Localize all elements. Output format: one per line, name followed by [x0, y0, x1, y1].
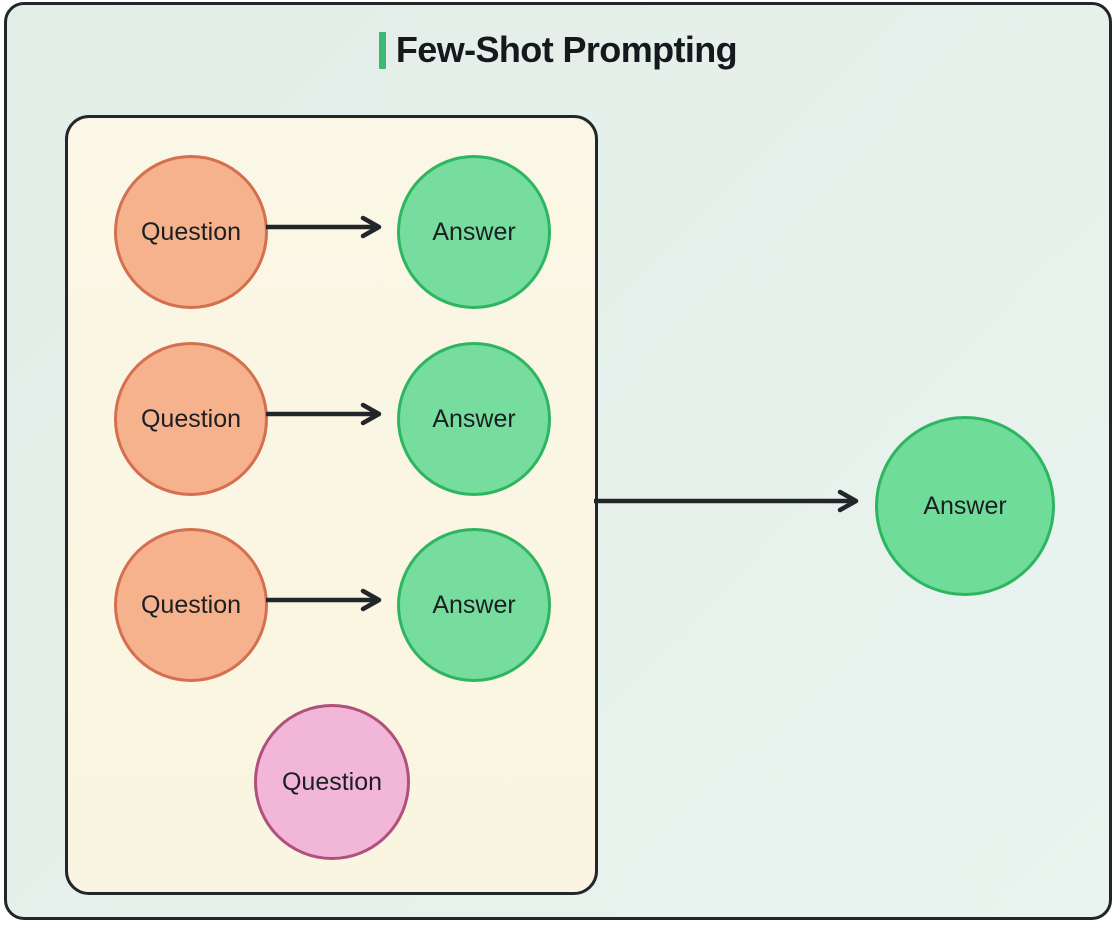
new-question-node-label: Question [281, 767, 383, 796]
question-node-1: Question [114, 155, 268, 309]
new-question-node: Question [254, 704, 410, 860]
question-node-3: Question [114, 528, 268, 682]
question-node-3-label: Question [140, 590, 242, 619]
answer-node-1-label: Answer [432, 217, 516, 246]
diagram-canvas: Few-Shot Prompting Question Answer Quest… [4, 2, 1112, 920]
final-answer-node-label: Answer [923, 491, 1007, 520]
answer-node-2-label: Answer [432, 404, 516, 433]
question-node-2-label: Question [140, 404, 242, 433]
final-answer-node: Answer [875, 416, 1055, 596]
answer-node-3: Answer [397, 528, 551, 682]
answer-node-3-label: Answer [432, 590, 516, 619]
title-accent-bar [378, 31, 386, 69]
diagram-title: Few-Shot Prompting [7, 29, 1109, 71]
answer-node-1: Answer [397, 155, 551, 309]
question-node-1-label: Question [140, 217, 242, 246]
question-node-2: Question [114, 342, 268, 496]
page-title: Few-Shot Prompting [395, 29, 738, 70]
answer-node-2: Answer [397, 342, 551, 496]
